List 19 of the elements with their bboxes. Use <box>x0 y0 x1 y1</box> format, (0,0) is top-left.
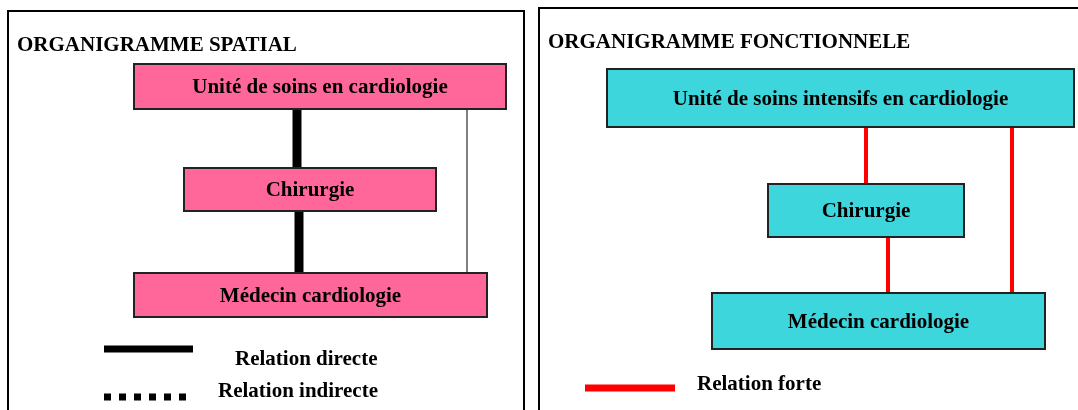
legend-label: Relation directe <box>235 346 378 371</box>
legend-label: Relation forte <box>697 371 822 396</box>
connector-line <box>864 128 868 183</box>
panel-heading: ORGANIGRAMME FONCTIONNELE <box>548 29 911 54</box>
connector-line <box>292 110 302 167</box>
connector-line <box>466 109 468 273</box>
legend-label: Relation indirecte <box>218 378 378 403</box>
connector-line <box>294 212 304 272</box>
unit-box: Médecin cardiologie <box>133 272 488 318</box>
unit-box: Chirurgie <box>767 183 965 238</box>
panel-frame <box>538 7 1078 410</box>
panel-heading: ORGANIGRAMME SPATIAL <box>17 32 297 57</box>
unit-box: Unité de soins en cardiologie <box>133 63 507 110</box>
unit-box: Médecin cardiologie <box>711 292 1046 350</box>
connector-line <box>1010 128 1014 292</box>
connector-line <box>886 238 890 292</box>
unit-box: Chirurgie <box>183 167 437 212</box>
panel-frame <box>7 10 525 410</box>
unit-box: Unité de soins intensifs en cardiologie <box>606 68 1075 128</box>
